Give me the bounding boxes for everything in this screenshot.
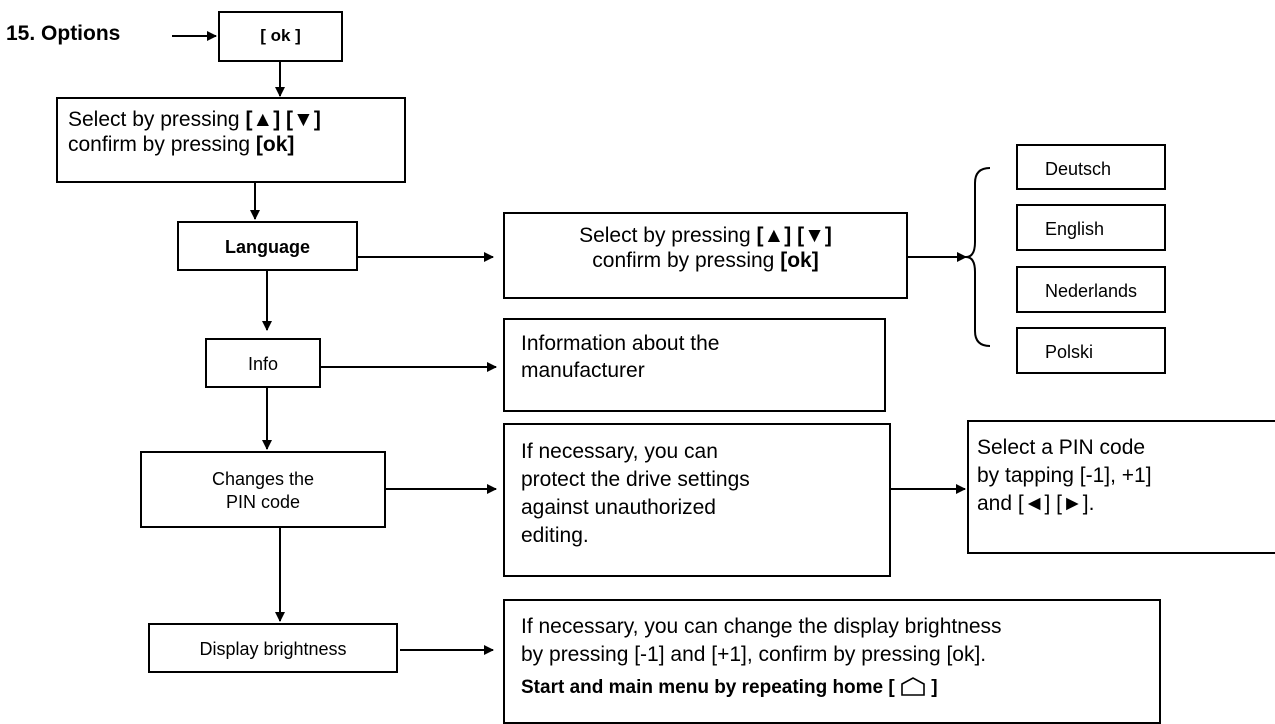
brightness-desc-line-3-text: Start and main menu by repeating home [ xyxy=(521,677,895,698)
option-label: English xyxy=(1045,219,1105,239)
brightness-desc-line-1: If necessary, you can change the display… xyxy=(521,615,1002,638)
select-instruction-box: Select by pressing [▲] [▼] confirm by pr… xyxy=(56,97,406,183)
select-line-1: Select by pressing [▲] [▼] xyxy=(68,108,321,132)
select-line-2-key: [ok] xyxy=(255,133,295,156)
info-desc-line-2: manufacturer xyxy=(521,359,645,382)
brightness-desc-line-2: by pressing [-1] and [+1], confirm by pr… xyxy=(521,643,987,666)
pin-description-box: If necessary, you can protect the drive … xyxy=(503,423,891,577)
language-label: Language xyxy=(224,237,310,257)
option-label: Polski xyxy=(1045,342,1094,362)
select-line-2: confirm by pressing [ok] xyxy=(68,133,294,157)
option-label: Nederlands xyxy=(1045,281,1138,301)
pin-select-box: Select a PIN code by tapping [-1], +1] a… xyxy=(967,420,1275,554)
info-label: Info xyxy=(247,354,279,374)
pin-desc-line-4: editing. xyxy=(521,524,589,547)
select-line-1-text: Select by pressing xyxy=(68,108,246,131)
language-box: Language xyxy=(177,221,358,271)
pin-desc-line-2: protect the drive settings xyxy=(521,468,750,491)
brightness-desc-line-3-end: ] xyxy=(931,677,938,698)
pin-desc-line-1: If necessary, you can xyxy=(521,440,718,463)
page-title: 15. Options xyxy=(6,22,121,45)
option-nederlands: Nederlands xyxy=(1016,266,1166,313)
select-line-2-text: confirm by pressing xyxy=(68,133,256,156)
pin-box: Changes the PIN code xyxy=(140,451,386,528)
pin-label-line-1: Changes the xyxy=(211,469,315,489)
ok-box: [ ok ] xyxy=(218,11,343,62)
info-box: Info xyxy=(205,338,321,388)
option-polski: Polski xyxy=(1016,327,1166,374)
brightness-label: Display brightness xyxy=(199,639,347,659)
language-select-box: Select by pressing [▲] [▼] confirm by pr… xyxy=(503,212,908,299)
pin-desc-line-3: against unauthorized xyxy=(521,496,716,519)
language-select-line-1-text: Select by pressing xyxy=(579,224,757,247)
info-desc-line-1: Information about the xyxy=(521,332,720,355)
language-select-line-2: confirm by pressing [ok] xyxy=(505,249,906,273)
brightness-description-box: If necessary, you can change the display… xyxy=(503,599,1161,724)
brightness-desc-line-3: Start and main menu by repeating home [ … xyxy=(521,676,938,699)
option-deutsch: Deutsch xyxy=(1016,144,1166,190)
brightness-box: Display brightness xyxy=(148,623,398,673)
ok-label: [ ok ] xyxy=(260,26,301,45)
pin-select-line-1: Select a PIN code xyxy=(977,436,1146,459)
language-select-line-2-key: [ok] xyxy=(780,249,819,272)
language-select-line-1-keys: [▲] [▼] xyxy=(756,224,832,247)
option-label: Deutsch xyxy=(1045,159,1112,179)
info-description-box: Information about the manufacturer xyxy=(503,318,886,412)
select-line-1-keys: [▲] [▼] xyxy=(245,108,321,131)
option-english: English xyxy=(1016,204,1166,251)
pin-label-line-2: PIN code xyxy=(225,492,301,512)
home-icon xyxy=(901,677,925,696)
language-select-line-2-text: confirm by pressing xyxy=(592,249,781,272)
options-brace xyxy=(965,167,991,347)
pin-select-line-2: by tapping [-1], +1] xyxy=(977,464,1152,487)
pin-select-line-3: and [◄] [►]. xyxy=(977,492,1095,515)
language-select-line-1: Select by pressing [▲] [▼] xyxy=(505,224,906,248)
